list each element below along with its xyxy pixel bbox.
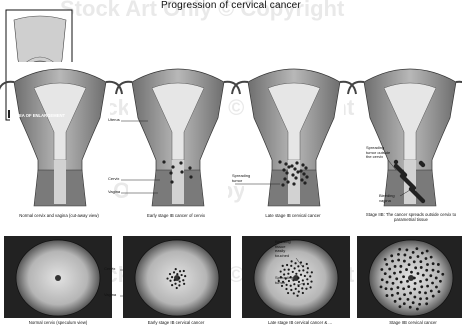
inset-caption: AREA OF ENLARGEMENT	[6, 113, 72, 118]
label-bleeding-vagina: Bleeding vagina	[379, 194, 401, 203]
label-spreading-tumor-bottom: Spreading tumor	[275, 276, 297, 285]
uterus-figure-1	[0, 62, 122, 208]
speculum-view-1	[4, 236, 112, 318]
label-cervix-bottom: Cervix	[104, 267, 115, 272]
label-vagina: Vagina	[108, 190, 120, 195]
caption-early-ib-bottom: Early stage IB cervical cancer	[128, 320, 224, 325]
caption-stage-iib-bottom: Stage IIB cervical cancer	[368, 320, 458, 325]
caption-normal-cervix: Normal cervix and vagina (cut-away view)	[14, 213, 104, 218]
speculum-view-4	[357, 236, 462, 318]
uterus-figure-3	[232, 62, 356, 208]
label-spreading-tumor: Spreading tumor	[232, 174, 256, 183]
uterus-figure-2	[116, 62, 240, 208]
label-uterus: Uterus	[108, 118, 120, 123]
uterus-figure-4	[348, 62, 462, 208]
label-bleeding-tissue: Bleeding tissue easily touched	[275, 240, 295, 258]
label-vagina-bottom: Vagina	[104, 293, 116, 298]
speculum-view-2	[123, 236, 231, 318]
caption-late-ib-bottom: Late stage IB cervical cancer & ...	[252, 320, 348, 325]
label-tumor-outside: Spreading tumor outside the cervix	[366, 146, 392, 160]
caption-late-ib: Late stage IB cervical cancer	[248, 213, 338, 218]
caption-stage-iib: Stage IIB: The cancer spreads outside ce…	[364, 212, 458, 222]
caption-normal-speculum: Normal cervix (speculum view)	[10, 320, 106, 325]
caption-early-ib: Early stage IB cancer of cervix	[131, 213, 221, 218]
label-cervix: Cervix	[108, 177, 119, 182]
